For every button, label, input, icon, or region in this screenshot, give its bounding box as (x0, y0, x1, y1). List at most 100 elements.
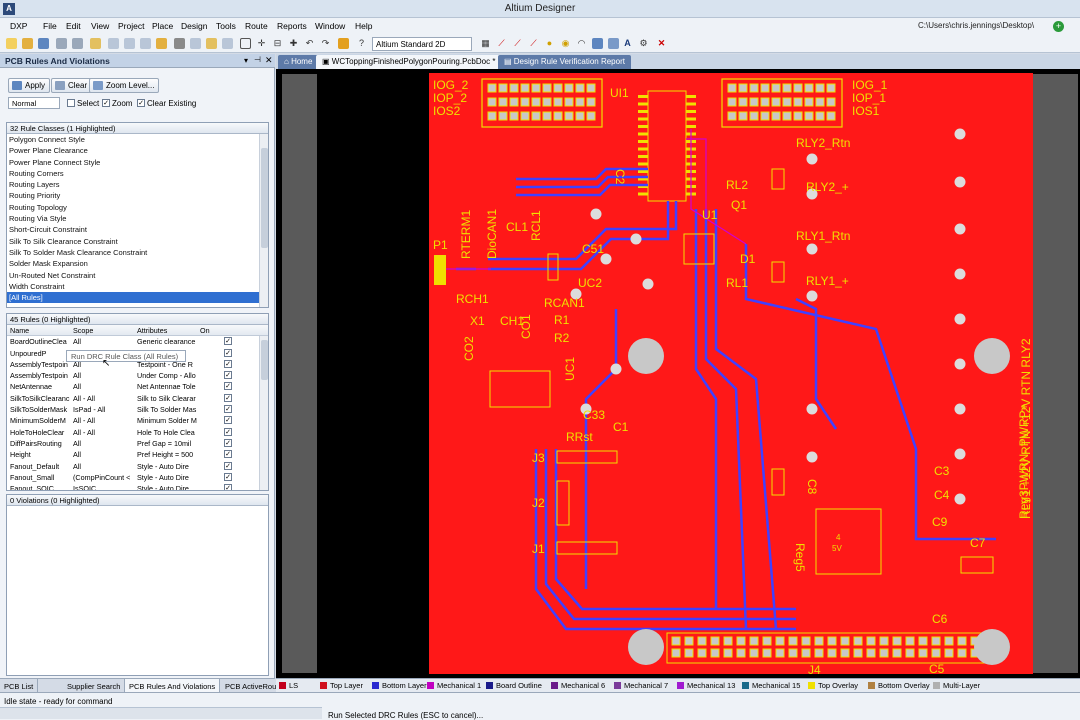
rule-enabled-checkbox[interactable]: ✓ (224, 462, 232, 470)
rule-enabled-checkbox[interactable]: ✓ (224, 473, 232, 481)
multi-routing-icon[interactable]: ⟋ (528, 38, 539, 49)
layer-tab[interactable]: Bottom Overlay (868, 681, 930, 690)
layer-tab[interactable]: Mechanical 7 (614, 681, 668, 690)
layer-tab[interactable]: LS (279, 681, 298, 690)
save-icon[interactable] (38, 38, 49, 49)
menu-reports[interactable]: Reports (277, 21, 307, 31)
scroll-thumb[interactable] (261, 148, 268, 248)
pcb-board-view[interactable]: IOG_2IOP_2IOS2UI1IOG_1IOP_1IOS1RLY2_RtnR… (276, 69, 1080, 678)
redo-icon[interactable]: ↷ (320, 38, 331, 49)
rule-class-item[interactable]: Routing Layers (7, 179, 268, 190)
place-via-icon[interactable]: ● (544, 38, 555, 49)
rule-row[interactable]: SilkToSolderMaskIsPad - AllSilk To Solde… (7, 404, 268, 415)
zoom-level-button[interactable]: Zoom Level... (89, 78, 159, 93)
pcb-canvas[interactable]: IOG_2IOP_2IOS2UI1IOG_1IOP_1IOS1RLY2_RtnR… (276, 69, 1080, 678)
tab-pcb-document[interactable]: ▣ WCToppingFinishedPolygonPouring.PcbDoc… (316, 55, 501, 69)
cross-probe-icon[interactable]: ✚ (288, 38, 299, 49)
rule-class-item[interactable]: Power Plane Connect Style (7, 157, 268, 168)
rule-row[interactable]: MinimumSolderMAll - AllMinimum Solder M✓ (7, 415, 268, 426)
layer-tab[interactable]: Board Outline (486, 681, 542, 690)
clear-existing-checkbox[interactable]: ✓ (137, 99, 145, 107)
rule-classes-scrollbar[interactable] (259, 134, 268, 307)
place-arc-icon[interactable]: ◠ (576, 38, 587, 49)
highlight-mode-select[interactable]: Normal (8, 97, 60, 109)
help-icon[interactable]: ? (356, 38, 367, 49)
filter-icon[interactable] (156, 38, 167, 49)
undo-icon[interactable]: ↶ (304, 38, 315, 49)
rule-enabled-checkbox[interactable]: ✓ (224, 382, 232, 390)
menu-window[interactable]: Window (315, 21, 345, 31)
rule-class-item[interactable]: Un-Routed Net Constraint (7, 270, 268, 281)
pin-icon[interactable]: ⊣ (254, 55, 261, 64)
col-name[interactable]: Name (10, 326, 29, 335)
rule-enabled-checkbox[interactable]: ✓ (224, 360, 232, 368)
rubber-stamp-icon[interactable] (222, 38, 233, 49)
layer-tab[interactable]: Mechanical 15 (742, 681, 800, 690)
rule-class-item[interactable]: Width Constraint (7, 281, 268, 292)
layer-tab[interactable]: Multi-Layer (933, 681, 980, 690)
place-polygon-icon[interactable] (608, 38, 619, 49)
zoom-fit-icon[interactable] (108, 38, 119, 49)
print-icon[interactable] (56, 38, 67, 49)
rule-enabled-checkbox[interactable]: ✓ (224, 450, 232, 458)
panel-menu-icon[interactable]: ▾ (244, 56, 248, 65)
pencil-icon[interactable] (338, 38, 349, 49)
deselect-icon[interactable]: ⊟ (272, 38, 283, 49)
cut-icon[interactable] (174, 38, 185, 49)
menu-help[interactable]: Help (355, 21, 372, 31)
tab-pcb-active-route[interactable]: PCB ActiveRou (221, 679, 281, 693)
rule-class-item[interactable]: Routing Priority (7, 190, 268, 201)
rule-row[interactable]: HoleToHoleClearAll - AllHole To Hole Cle… (7, 427, 268, 438)
diff-pair-routing-icon[interactable]: ⟋ (512, 38, 523, 49)
rule-enabled-checkbox[interactable]: ✓ (224, 428, 232, 436)
apply-button[interactable]: Apply (8, 78, 50, 93)
col-attributes[interactable]: Attributes (137, 326, 167, 335)
add-icon[interactable]: + (1053, 21, 1064, 32)
folder-icon[interactable] (90, 38, 101, 49)
layer-tab[interactable]: Mechanical 13 (677, 681, 735, 690)
grid-icon[interactable]: ▦ (480, 38, 491, 49)
rule-enabled-checkbox[interactable]: ✓ (224, 439, 232, 447)
tab-pcb-list[interactable]: PCB List (0, 679, 38, 693)
tab-drc-report[interactable]: ▤ Design Rule Verification Report (498, 55, 631, 69)
menu-edit[interactable]: Edit (66, 21, 81, 31)
menu-route[interactable]: Route (245, 21, 268, 31)
rules-scrollbar[interactable] (259, 336, 268, 490)
print-preview-icon[interactable] (72, 38, 83, 49)
layer-tab[interactable]: Mechanical 6 (551, 681, 605, 690)
place-pad-icon[interactable]: ◉ (560, 38, 571, 49)
rule-class-item[interactable]: Short-Circuit Constraint (7, 224, 268, 235)
new-icon[interactable] (6, 38, 17, 49)
rule-row[interactable]: Fanout_Small(CompPinCount <Style - Auto … (7, 472, 268, 483)
paste-icon[interactable] (206, 38, 217, 49)
menu-dxp[interactable]: DXP (10, 21, 27, 31)
rule-row[interactable]: AssemblyTestpoinAllUnder Comp - Allo✓ (7, 370, 268, 381)
rule-enabled-checkbox[interactable]: ✓ (224, 371, 232, 379)
layer-tab[interactable]: Top Overlay (808, 681, 858, 690)
col-on[interactable]: On (200, 326, 210, 335)
rule-row[interactable]: SilkToSilkClearancAll - AllSilk to Silk … (7, 393, 268, 404)
col-scope[interactable]: Scope (73, 326, 93, 335)
move-icon[interactable]: ✛ (256, 38, 267, 49)
menu-file[interactable]: File (43, 21, 57, 31)
tab-supplier-search[interactable]: Supplier Search (63, 679, 125, 693)
rule-class-item[interactable]: Polygon Connect Style (7, 134, 268, 145)
rule-enabled-checkbox[interactable]: ✓ (224, 484, 232, 491)
rule-class-item[interactable]: Routing Corners (7, 168, 268, 179)
menu-project[interactable]: Project (118, 21, 144, 31)
rule-class-item[interactable]: Silk To Silk Clearance Constraint (7, 236, 268, 247)
rule-row[interactable]: BoardOutlineCleaAllGeneric clearance✓ (7, 336, 268, 347)
zoom-area-icon[interactable] (124, 38, 135, 49)
select-area-icon[interactable] (240, 38, 251, 49)
rule-enabled-checkbox[interactable]: ✓ (224, 349, 232, 357)
select-checkbox[interactable] (67, 99, 75, 107)
place-fill-icon[interactable] (592, 38, 603, 49)
rule-class-item-selected[interactable]: [All Rules] (7, 292, 268, 303)
interactive-routing-icon[interactable]: ⟋ (496, 38, 507, 49)
rule-class-item[interactable]: Power Plane Clearance (7, 145, 268, 156)
tab-pcb-rules-violations[interactable]: PCB Rules And Violations (125, 679, 220, 693)
p1-connector[interactable] (434, 255, 446, 285)
rule-row[interactable]: DiffPairsRoutingAllPref Gap = 10mil✓ (7, 438, 268, 449)
layer-tab[interactable]: Bottom Layer (372, 681, 427, 690)
rule-enabled-checkbox[interactable]: ✓ (224, 394, 232, 402)
